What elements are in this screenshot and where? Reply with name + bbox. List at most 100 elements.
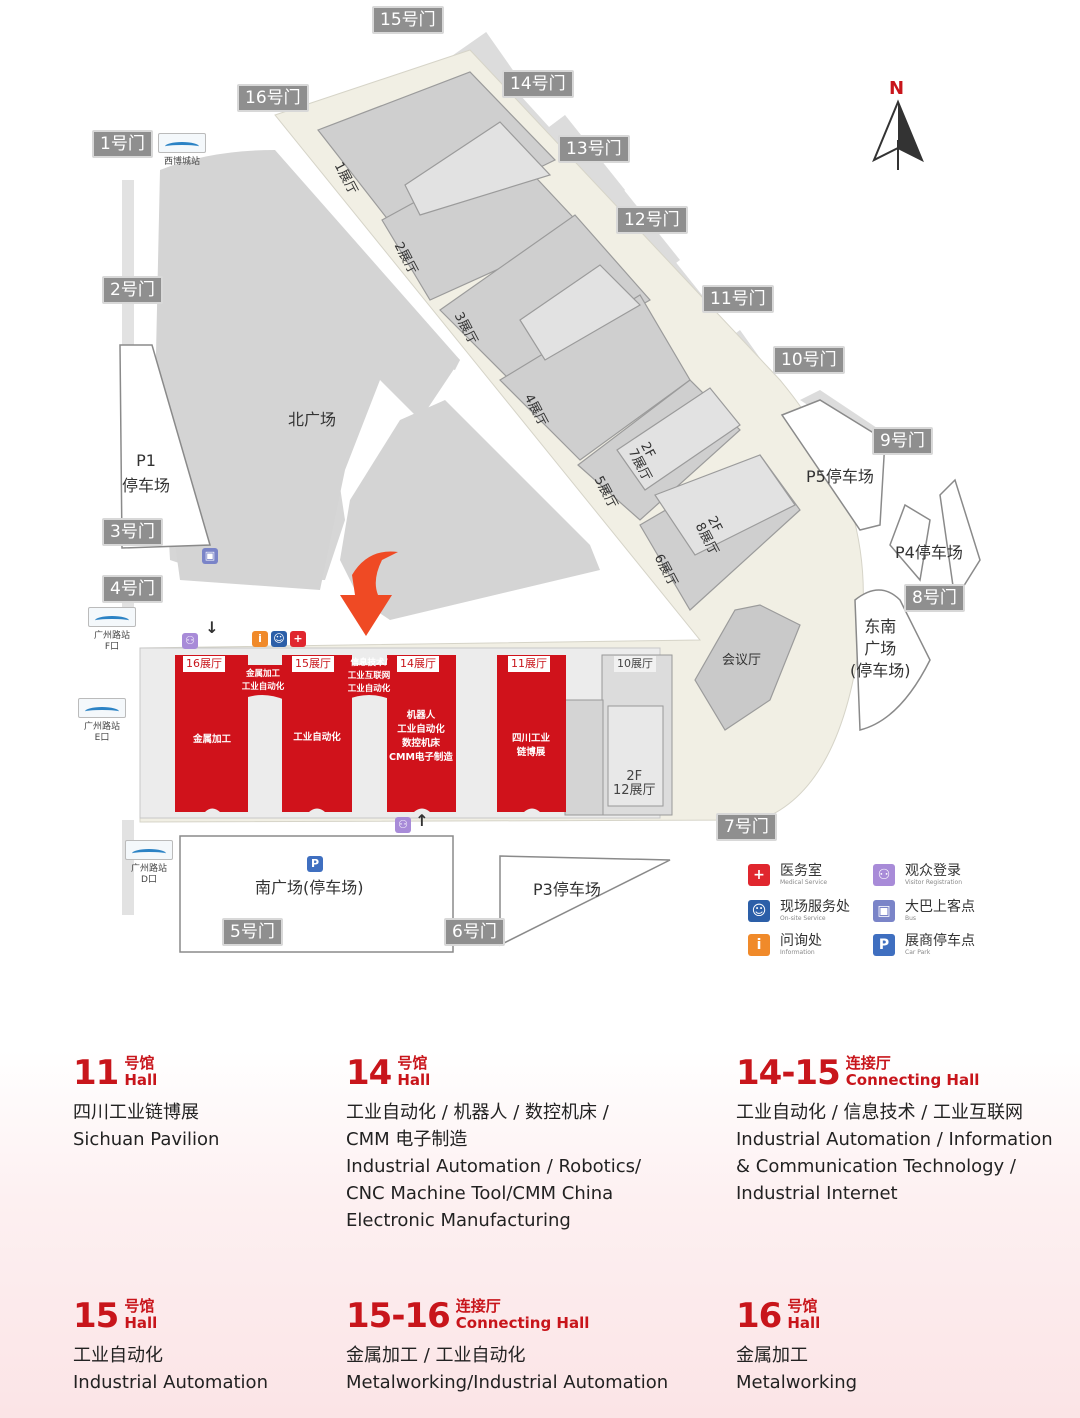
entrance-arrow-icon [340,551,398,636]
registration-icon: ⚇ [182,633,198,649]
info-card-number: 14-15 [736,1053,841,1093]
bus-icon: ▣ [202,548,218,564]
hall-16-content: 金属加工 [192,734,231,745]
gate-14: 14号门 [502,70,574,98]
station-guangzhou-d: 广州路站 D口 [125,840,173,886]
info-card-number: 15 [73,1296,119,1336]
north-plaza-label: 北广场 [288,410,337,429]
station-guangzhou-e: 广州路站 E口 [78,698,126,744]
venue-map [119,31,981,953]
south-plaza-label: 南广场(停车场) [255,878,364,897]
hall-11-content: 四川工业 链博展 [511,733,550,758]
info-card-number: 15-16 [346,1296,451,1336]
gate-5: 5号门 [222,918,283,946]
gate-10: 10号门 [773,346,845,374]
p5-label: P5停车场 [806,467,874,486]
information-icon: i [252,631,268,647]
p3-label: P3停车场 [533,880,601,899]
gate-2: 2号门 [102,276,163,304]
info-card-number: 11 [73,1053,119,1093]
hall-15-tab: 15展厅 [292,656,334,672]
p4-label: P4停车场 [895,543,963,562]
info-card-description: 四川工业链博展 Sichuan Pavilion [73,1102,220,1150]
metro-logo-icon [78,698,126,718]
down-arrow-icon: ↓ [205,618,219,637]
info-card-description: 工业自动化 Industrial Automation [73,1345,268,1393]
onsite-service-icon: ☺ [748,900,770,922]
medical-icon: + [748,864,770,886]
connector-15-16-content: 金属加工 工业自动化 [241,669,285,692]
hall-12-tab: 2F 12展厅 [613,769,656,798]
information-icon: i [748,934,770,956]
southeast-plaza-label: 东南 广场 (停车场) [850,617,911,680]
gate-12: 12号门 [616,206,688,234]
p1-outline [119,344,211,549]
p1-label: P1 停车场 [122,451,171,495]
hall-15-content: 工业自动化 [293,732,341,743]
station-guangzhou-e-label: 广州路站 E口 [83,722,120,743]
connector-15-16-shape [240,665,285,700]
hall-10-tab: 10展厅 [614,656,656,672]
station-xibo: 西博城站 [158,133,206,168]
metro-logo-icon [158,133,206,153]
car-park-icon: P [873,934,895,956]
station-guangzhou-f: 广州路站 F口 [88,607,136,653]
gate-1: 1号门 [92,130,153,158]
info-card-description: 金属加工 Metalworking [736,1345,858,1393]
hall-14-tab: 14展厅 [397,656,439,672]
p3-outline [499,855,671,947]
hall-16-tab: 16展厅 [183,656,225,672]
hall-14-shape [387,655,456,812]
bus-icon: ▣ [873,900,895,922]
info-card-number: 16 [736,1296,782,1336]
station-guangzhou-f-label: 广州路站 F口 [93,631,130,652]
metro-logo-icon [125,840,173,860]
connector-14-15-shape [346,665,392,700]
gate-16: 16号门 [237,84,309,112]
south-plaza-outline [179,835,454,953]
hall-16-shape [175,655,248,812]
p4-outline [889,503,931,582]
info-card-description: 金属加工 / 工业自动化 Metalworking/Industrial Aut… [346,1345,669,1393]
info-card-description: 工业自动化 / 信息技术 / 工业互联网 Industrial Automati… [736,1102,1053,1204]
gate-9: 9号门 [872,427,933,455]
up-arrow-icon: ↑ [415,811,429,830]
metro-logo-icon [88,607,136,627]
connector-14-15-content: 信息技术/ 工业互联网 工业自动化 [347,658,391,694]
conference-hall-label: 会议厅 [722,653,762,668]
station-xibo-label: 西博城站 [163,157,200,167]
info-card-number: 14 [346,1053,392,1093]
gate-8: 8号门 [904,584,965,612]
southeast-plaza-outline [854,589,931,731]
gate-6: 6号门 [444,918,505,946]
hall-3-shape [439,214,651,381]
gate-13: 13号门 [558,135,630,163]
registration-south-icon: ⚇ [395,817,411,833]
medical-icon: + [290,631,306,647]
conference-hall-shape [694,604,801,731]
hall-11-tab: 11展厅 [508,656,550,672]
car-park-icon: P [307,856,323,872]
hall-14-content: 机器人 工业自动化 数控机床 CMM电子制造 [389,710,453,763]
hall-11-shape [497,655,566,812]
gate-15: 15号门 [372,6,444,34]
compass-icon [872,99,924,170]
gate-3: 3号门 [102,518,163,546]
station-guangzhou-d-label: 广州路站 D口 [130,864,167,885]
p5-outline [780,399,886,531]
gate-11: 11号门 [702,285,774,313]
compass-north-label: N [889,78,905,99]
gate-4: 4号门 [102,575,163,603]
onsite-service-icon: ☺ [271,631,287,647]
registration-icon: ⚇ [873,864,895,886]
info-card-description: 工业自动化 / 机器人 / 数控机床 / CMM 电子制造 Industrial… [346,1102,642,1231]
hall-15-shape [282,655,352,812]
gate-7: 7号门 [716,813,777,841]
hall-1-shape [317,71,557,236]
